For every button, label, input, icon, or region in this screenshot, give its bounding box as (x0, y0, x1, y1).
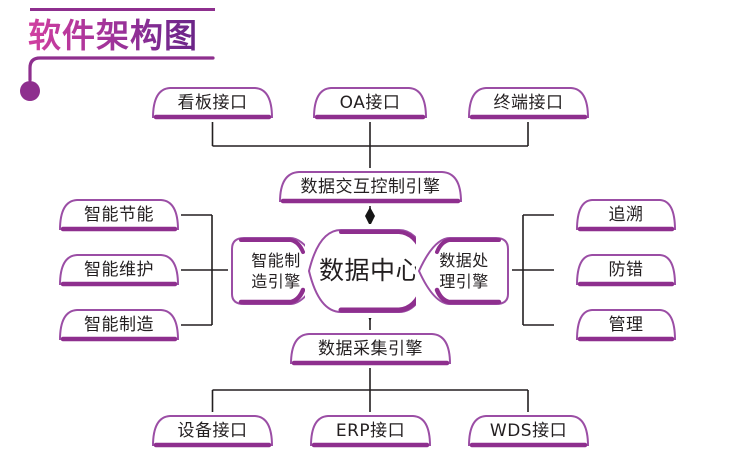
node-label-line: 造引擎 (251, 272, 301, 291)
node-label: 智能制造 (84, 315, 154, 335)
node-label-line: 数据处 (439, 251, 489, 270)
page-title: 软件架构图 (28, 16, 198, 55)
node-label: WDS接口 (489, 421, 568, 441)
node-label: ERP接口 (335, 421, 406, 441)
node-label: OA接口 (339, 93, 401, 113)
node-label: 智能维护 (84, 260, 154, 280)
node-label: 数据采集引擎 (318, 339, 423, 359)
node-erp-interface[interactable]: ERP接口 (308, 412, 433, 450)
node-label: 看板接口 (177, 93, 248, 113)
title-block: 软件架构图 (0, 0, 260, 110)
node-label: 防错 (608, 260, 644, 280)
node-wds-interface[interactable]: WDS接口 (466, 412, 591, 450)
node-label: 智能节能 (84, 205, 154, 225)
title-underline-decoration (20, 56, 215, 101)
node-data-collection-engine[interactable]: 数据采集引擎 (288, 330, 453, 368)
node-equipment-interface[interactable]: 设备接口 (150, 412, 275, 450)
node-traceability[interactable]: 追溯 (574, 196, 678, 234)
node-intelligent-manufacturing[interactable]: 智能制造 (57, 306, 181, 344)
node-intelligent-manufacturing-engine[interactable]: 智能制 造引擎 (228, 232, 324, 310)
node-data-processing-engine[interactable]: 数据处 理引擎 (416, 232, 512, 310)
node-label: 追溯 (608, 205, 644, 225)
node-management[interactable]: 管理 (574, 306, 678, 344)
node-terminal-interface[interactable]: 终端接口 (466, 84, 591, 122)
node-label-line: 理引擎 (439, 272, 489, 291)
node-label: 管理 (608, 315, 644, 335)
node-label: 数据中心 (318, 256, 421, 285)
node-intelligent-maintenance[interactable]: 智能维护 (57, 251, 181, 289)
node-label: 终端接口 (493, 93, 564, 113)
node-label: 设备接口 (177, 421, 248, 441)
node-kanban-interface[interactable]: 看板接口 (150, 84, 275, 122)
node-label-line: 智能制 (251, 251, 301, 270)
node-label: 数据处 理引擎 (439, 250, 489, 292)
node-label: 数据交互控制引擎 (300, 177, 441, 197)
node-error-proofing[interactable]: 防错 (574, 251, 678, 289)
title-top-rule (30, 8, 215, 11)
node-intelligent-energy-saving[interactable]: 智能节能 (57, 196, 181, 234)
node-data-interaction-control-engine[interactable]: 数据交互控制引擎 (277, 168, 464, 206)
node-oa-interface[interactable]: OA接口 (311, 84, 429, 122)
node-label: 智能制 造引擎 (251, 250, 301, 292)
